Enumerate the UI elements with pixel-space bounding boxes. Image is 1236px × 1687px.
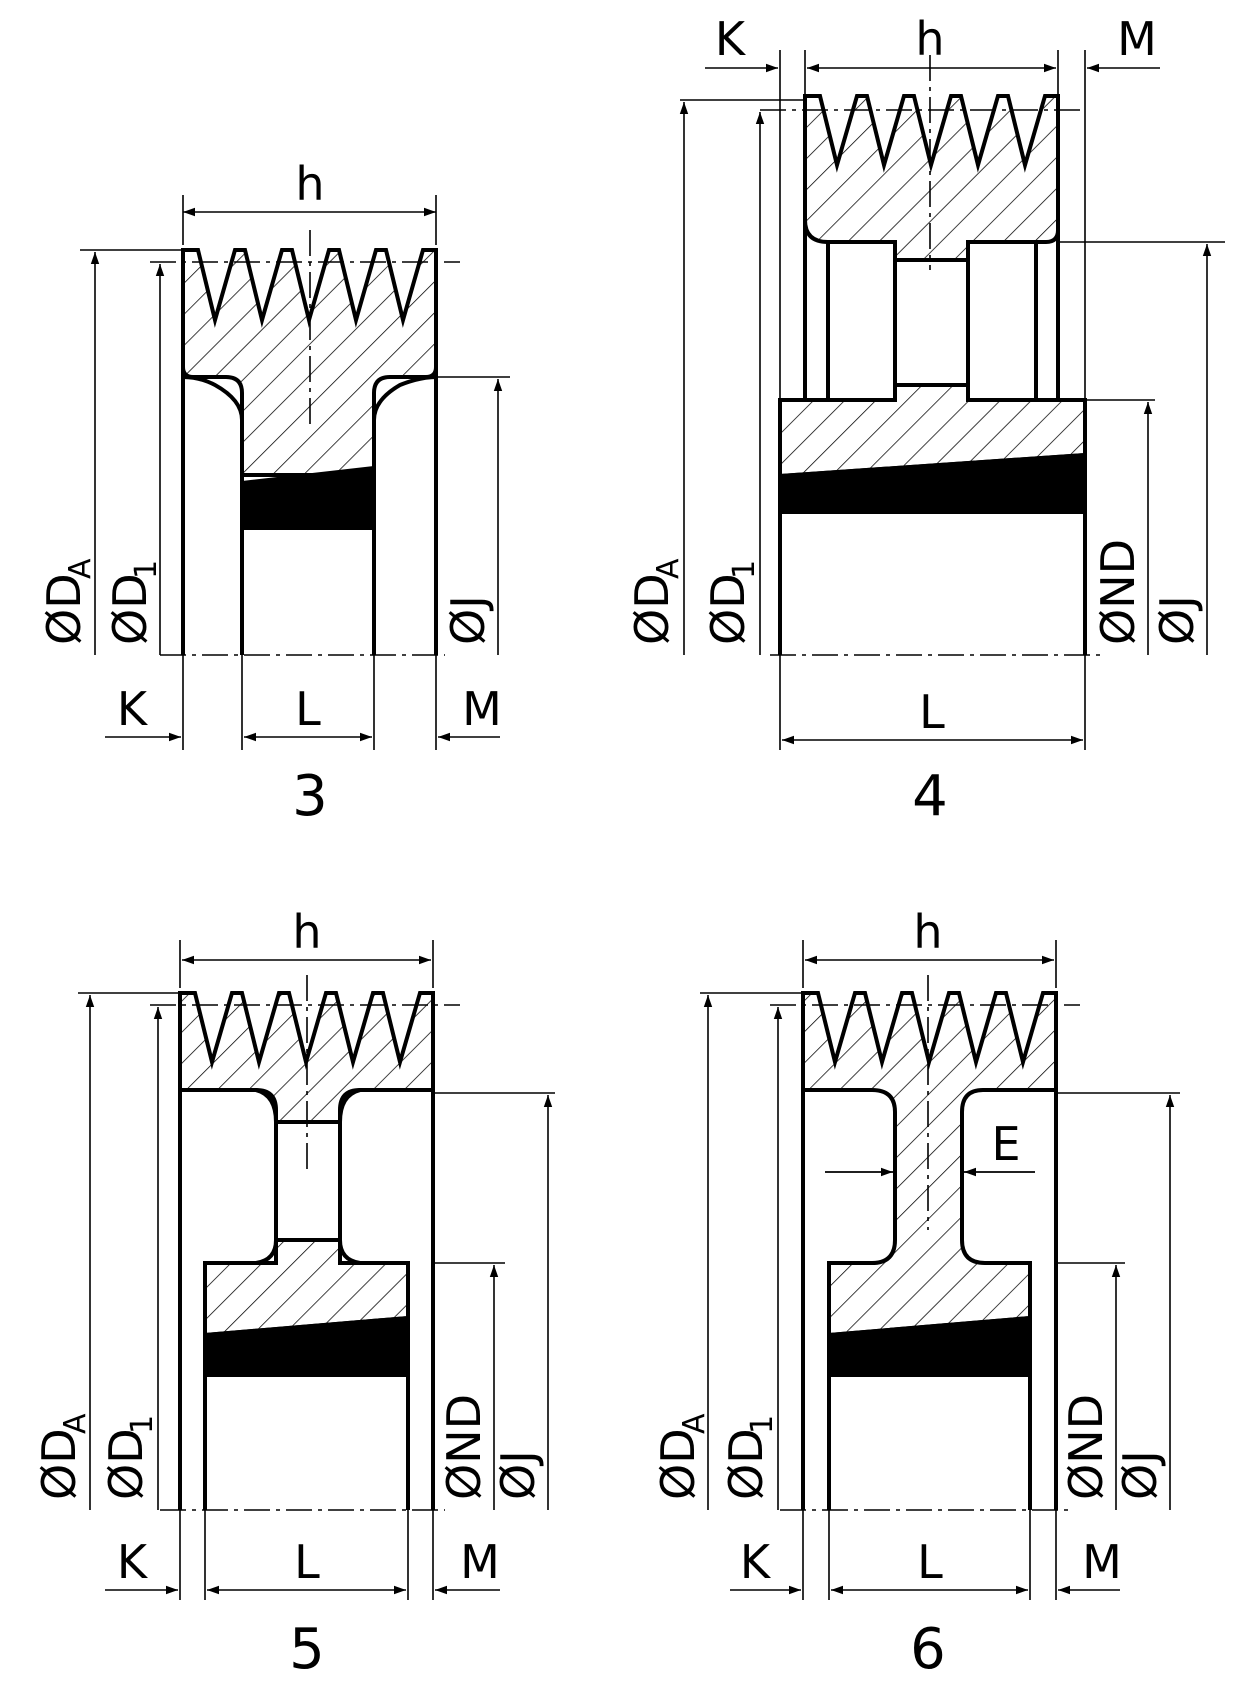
figure-6: h E K L M ØD A ØD 1 ØND ØJ 6 (651, 905, 1180, 1682)
figure-number-6: 6 (910, 1617, 946, 1682)
label-d1: ØD (719, 1428, 773, 1500)
label-d1: ØD (99, 1428, 153, 1500)
pulley-outline (181, 250, 438, 655)
label-da: ØD (625, 573, 679, 645)
label-k: K (117, 1535, 149, 1589)
label-l: L (917, 1535, 943, 1589)
label-m: M (462, 682, 502, 736)
label-da: ØD (651, 1428, 705, 1500)
pulley-outline (778, 96, 1087, 655)
label-l: L (294, 1535, 320, 1589)
label-k: K (715, 12, 747, 66)
pulley-outline (801, 993, 1058, 1510)
label-j: ØJ (491, 1450, 545, 1500)
label-j: ØJ (1113, 1450, 1167, 1500)
label-da-sub: A (58, 1413, 93, 1434)
label-da-sub: A (677, 1413, 712, 1434)
label-j: ØJ (441, 595, 495, 645)
label-nd: ØND (437, 1394, 491, 1500)
label-nd: ØND (1091, 539, 1145, 645)
extension-lines (680, 50, 1225, 750)
figure-number-3: 3 (292, 764, 328, 829)
label-k: K (740, 1535, 772, 1589)
label-m: M (1117, 12, 1157, 66)
label-j: ØJ (1150, 595, 1204, 645)
label-e: E (991, 1117, 1020, 1171)
label-h: h (292, 905, 321, 959)
pulley-outline (178, 993, 435, 1510)
label-d1-sub: 1 (745, 1415, 780, 1434)
label-l: L (295, 682, 321, 736)
label-l: L (919, 685, 945, 739)
rim-section (803, 94, 1060, 262)
label-d1-sub: 1 (125, 1415, 160, 1434)
label-h: h (295, 157, 324, 211)
label-h: h (915, 12, 944, 66)
label-da-sub: A (63, 558, 98, 579)
label-d1: ØD (701, 573, 755, 645)
label-d1: ØD (103, 573, 157, 645)
figure-number-5: 5 (289, 1617, 325, 1682)
label-d1-sub: 1 (129, 560, 164, 579)
label-k: K (117, 682, 149, 736)
label-h: h (913, 905, 942, 959)
label-m: M (1082, 1535, 1122, 1589)
figure-3: h K L M ØD A ØD 1 ØJ 3 (37, 157, 510, 829)
figure-4: h K M L ØD A ØD 1 ØND ØJ 4 (625, 12, 1225, 829)
label-m: M (460, 1535, 500, 1589)
label-da: ØD (37, 573, 91, 645)
label-da-sub: A (651, 558, 686, 579)
label-da: ØD (32, 1428, 86, 1500)
extension-lines (80, 195, 510, 750)
figure-5: h K L M ØD A ØD 1 ØND ØJ 5 (32, 905, 555, 1682)
extension-lines (78, 940, 555, 1600)
rim-section (801, 991, 1058, 1338)
label-nd: ØND (1059, 1394, 1113, 1500)
label-d1-sub: 1 (727, 560, 762, 579)
figure-number-4: 4 (912, 764, 948, 829)
